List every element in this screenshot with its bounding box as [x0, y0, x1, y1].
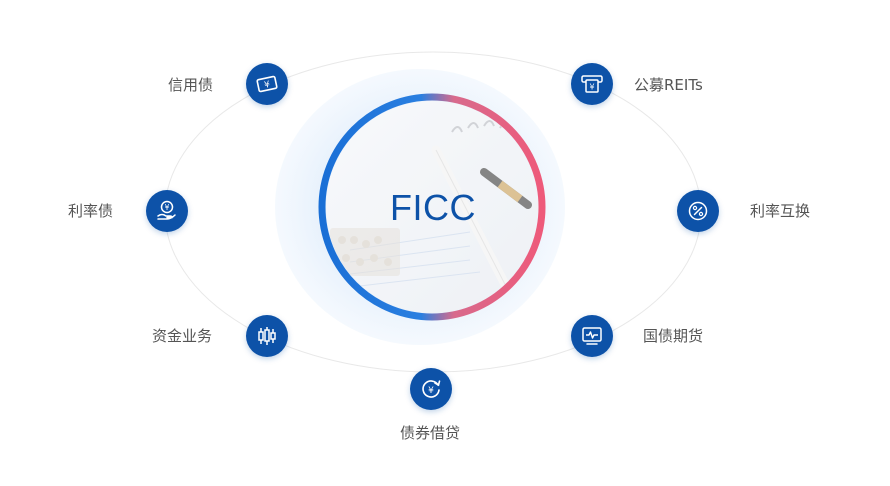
- label-treasury-futures: 国债期货: [643, 327, 704, 345]
- label-public-reits: 公募REITs: [634, 76, 703, 94]
- node-treasury-futures[interactable]: [571, 315, 613, 357]
- hand-coin-icon: ¥: [157, 200, 176, 220]
- label-interest-rate-swap: 利率互换: [750, 202, 811, 220]
- label-bond-lending: 债券借贷: [400, 424, 461, 442]
- node-bond-lending[interactable]: ¥: [410, 368, 452, 410]
- label-credit-bond: 信用债: [168, 76, 214, 94]
- node-rate-bond[interactable]: ¥: [146, 190, 188, 232]
- center-title: FICC: [390, 187, 476, 228]
- node-credit-bond[interactable]: ¥: [246, 63, 288, 105]
- atm-yuan-icon: ¥: [581, 75, 603, 93]
- monitor-pulse-icon: [582, 327, 602, 345]
- center-ring: [318, 93, 546, 321]
- label-funding-business: 资金业务: [152, 327, 213, 345]
- label-rate-bond: 利率债: [68, 202, 114, 220]
- center-photo: [326, 101, 538, 313]
- svg-text:¥: ¥: [263, 80, 271, 91]
- ticket-yuan-icon: ¥: [256, 75, 278, 93]
- node-interest-rate-swap[interactable]: [677, 190, 719, 232]
- candlestick-icon: [258, 327, 276, 345]
- node-public-reits[interactable]: ¥: [571, 63, 613, 105]
- yuan-refresh-icon: ¥: [422, 380, 441, 398]
- node-funding-business[interactable]: [246, 315, 288, 357]
- percent-icon: [688, 201, 708, 221]
- svg-text:¥: ¥: [428, 386, 434, 396]
- svg-text:¥: ¥: [589, 83, 594, 92]
- svg-text:¥: ¥: [165, 203, 170, 212]
